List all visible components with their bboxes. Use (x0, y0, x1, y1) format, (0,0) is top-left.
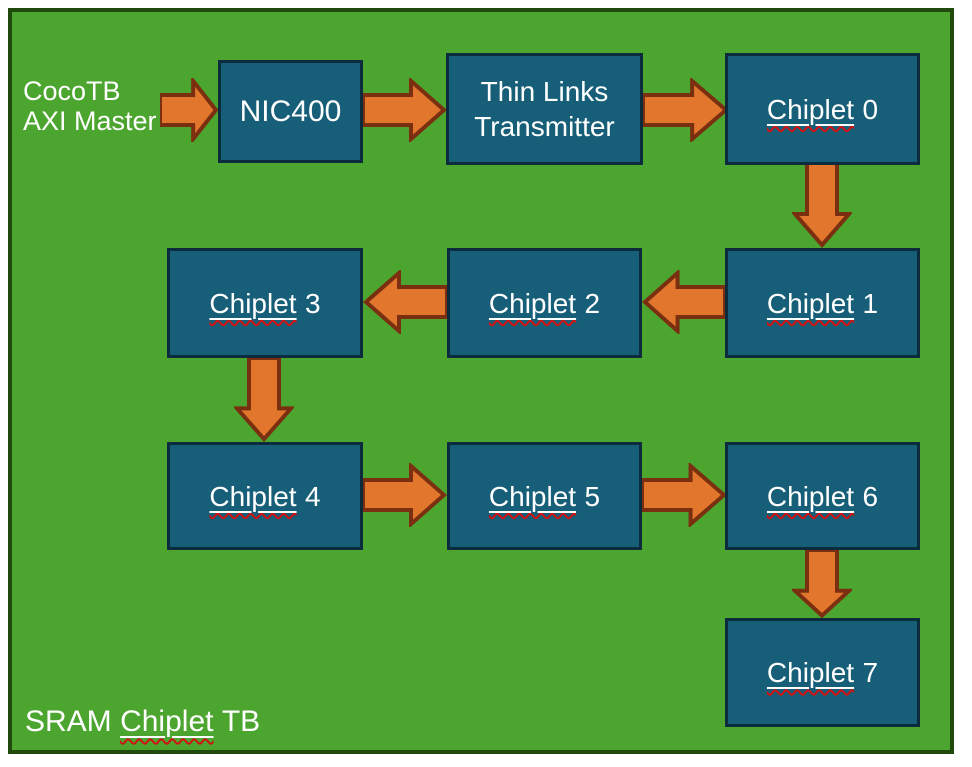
chiplet-number: 1 (862, 287, 879, 319)
arrow-left-icon-chiplet2-to-chiplet3 (363, 270, 447, 334)
chiplet-word-squiggle: Chiplet (488, 480, 577, 512)
chiplet-number: 7 (862, 657, 879, 688)
arrow-down-icon-chiplet3-to-chiplet4 (234, 358, 294, 442)
chiplet-word-squiggle: Chiplet (209, 287, 297, 319)
node-thin-links-transmitter: Thin Links Transmitter (446, 53, 643, 165)
chiplet-number: 2 (584, 287, 601, 319)
source-label-cocotb-axi-master: CocoTB AXI Master (23, 76, 157, 136)
chiplet-word-squiggle: Chiplet (766, 287, 855, 319)
thin-links-line1: Thin Links (480, 76, 609, 107)
arrow-left-icon-chiplet1-to-chiplet2 (642, 270, 725, 334)
chiplet-word-squiggle: Chiplet (766, 657, 855, 688)
arrow-right-icon-thinlinks-to-chiplet0 (643, 78, 729, 142)
slide-title-word-squiggle: Chiplet (120, 705, 214, 738)
chiplet-number: 3 (304, 287, 321, 319)
slide-title-prefix: SRAM (25, 705, 112, 738)
slide-title-suffix: TB (221, 705, 261, 738)
chiplet-word-squiggle: Chiplet (488, 287, 577, 319)
chiplet-word-squiggle: Chiplet (766, 93, 855, 125)
thin-links-line2: Transmitter (474, 111, 615, 142)
node-nic400-label: NIC400 (239, 94, 342, 128)
node-nic400: NIC400 (218, 60, 363, 163)
source-label-line2: AXI Master (23, 106, 157, 136)
arrow-right-icon-cocotb-to-nic400 (160, 78, 218, 142)
arrow-right-icon-chiplet4-to-chiplet5 (363, 463, 447, 527)
chiplet-number: 4 (304, 480, 321, 512)
chiplet-number: 5 (584, 480, 601, 512)
arrow-down-icon-chiplet0-to-chiplet1 (792, 163, 852, 248)
chiplet-word-squiggle: Chiplet (766, 480, 855, 512)
node-thin-links-label: Thin Links Transmitter (474, 74, 615, 144)
source-label-line1: CocoTB (23, 76, 121, 106)
arrow-right-icon-chiplet5-to-chiplet6 (642, 463, 727, 527)
arrow-right-icon-nic400-to-thinlinks (363, 78, 447, 142)
arrow-down-icon-chiplet6-to-chiplet7 (792, 550, 852, 618)
chiplet-number: 0 (862, 93, 879, 125)
chiplet-word-squiggle: Chiplet (209, 480, 297, 512)
chiplet-number: 6 (862, 480, 879, 512)
